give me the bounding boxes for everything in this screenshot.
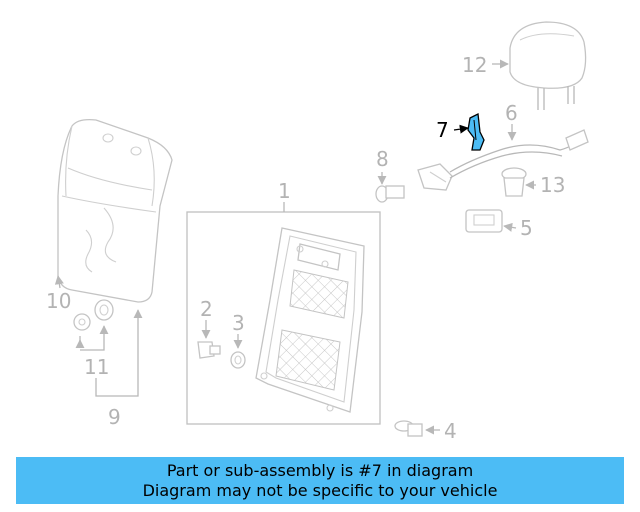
bolt-part-4: [394, 420, 423, 437]
callout-labels: 1 2 3 4 5 6 7 8 9 10 11 12 13: [46, 53, 565, 443]
callout-4: 4: [444, 419, 457, 443]
callout-13: 13: [540, 173, 565, 197]
fasteners-part-11: [73, 299, 114, 331]
callout-10: 10: [46, 289, 71, 313]
callout-12: 12: [462, 53, 487, 77]
headrest: [509, 21, 587, 110]
callout-11: 11: [84, 355, 109, 379]
callout-6: 6: [505, 101, 518, 125]
seat-back-cushion: [57, 118, 173, 303]
banner-line-2: Diagram may not be specific to your vehi…: [142, 480, 498, 500]
seat-frame-box: [186, 211, 381, 425]
callout-8: 8: [376, 147, 389, 171]
info-banner: Part or sub-assembly is #7 in diagram Di…: [16, 457, 624, 504]
latch-cable-part-6: [417, 129, 589, 191]
cap-part-13: [501, 167, 527, 197]
callout-1: 1: [278, 179, 291, 203]
bolt-part-8: [375, 185, 405, 203]
trim-cover-part-5: [465, 209, 503, 233]
highlighted-bracket-part-7: [467, 113, 485, 151]
banner-line-1: Part or sub-assembly is #7 in diagram: [166, 460, 474, 480]
callout-2: 2: [200, 297, 213, 321]
nut-part-3: [230, 351, 246, 369]
leader-lines: [54, 59, 536, 435]
callout-7: 7: [436, 118, 449, 142]
callout-3: 3: [232, 311, 245, 335]
callout-5: 5: [520, 216, 533, 240]
callout-9: 9: [108, 405, 121, 429]
bolt-part-2: [197, 341, 221, 359]
